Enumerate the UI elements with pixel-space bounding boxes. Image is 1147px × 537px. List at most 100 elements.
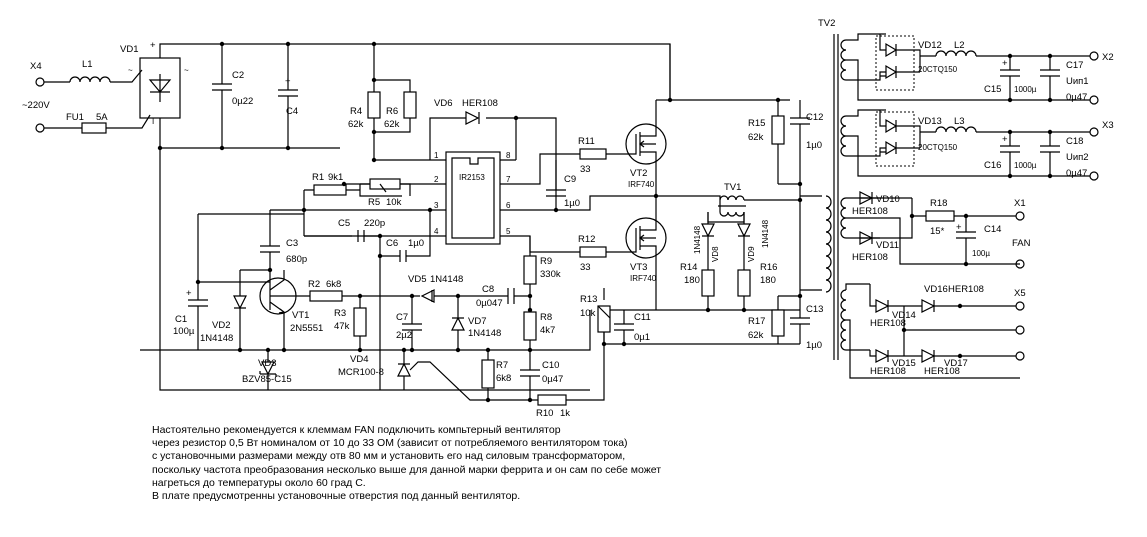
label-r15-val: 62k (748, 132, 764, 143)
label-r15: R15 (748, 118, 765, 129)
transformer-tv2: TV2 (818, 18, 1020, 379)
label-vd5-val: 1N4148 (430, 274, 463, 285)
label-vd17: VD17 (944, 358, 968, 369)
capacitor-c14 (956, 216, 976, 264)
label-vd3: VD3 (258, 358, 276, 369)
output-x5: VD14 HER108 VD15 HER108 VD16 HER108 VD17… (869, 284, 1026, 377)
label-vd10-val: HER108 (852, 206, 888, 217)
terminal-x4 (35, 77, 45, 87)
label-l1: L1 (82, 59, 93, 70)
capacitor-c3 (260, 209, 304, 282)
label-vd14: VD14 (892, 310, 916, 321)
svg-text:8: 8 (506, 151, 511, 160)
label-c12-val: 1µ0 (806, 140, 822, 151)
label-c2-val: 0µ22 (232, 96, 253, 107)
diode-vd6 (465, 111, 480, 125)
label-c8: C8 (482, 284, 494, 295)
terminal-x5 (1015, 301, 1025, 311)
label-r13: R13 (580, 294, 597, 305)
diode-vd13 (875, 111, 915, 167)
label-vd6-val: HER108 (462, 98, 498, 109)
label-vd15-val: HER108 (870, 366, 906, 377)
label-tv2: TV2 (818, 18, 835, 29)
label-r7: R7 (496, 360, 508, 371)
resistor-r10 (537, 394, 567, 406)
label-vt3-val: IRF740 (630, 274, 657, 283)
svg-text:5: 5 (506, 227, 511, 236)
label-uip2: Uип2 (1066, 152, 1089, 163)
label-x3: X3 (1102, 120, 1114, 131)
label-vd3-val: BZV85-C15 (242, 374, 292, 385)
label-c11: C11 (634, 312, 651, 323)
label-c2: C2 (232, 70, 244, 81)
label-c3-val: 680p (286, 254, 307, 265)
capacitor-c18 (1040, 132, 1060, 176)
resistor-r15 (771, 115, 785, 145)
capacitor-c1 (188, 282, 208, 350)
label-r12-val: 33 (580, 262, 591, 273)
label-vd9: VD9 (747, 246, 756, 262)
note-line-5: нагреться до температуры около 60 град С… (152, 476, 366, 489)
zener-vd3 (259, 350, 277, 390)
resistor-r3 (353, 307, 367, 337)
label-vd17-val: HER108 (924, 366, 960, 377)
capacitor-c15 (904, 56, 1090, 101)
label-mains: ~220V (22, 100, 50, 111)
resistor-r8 (523, 311, 537, 341)
label-uip1: Uип1 (1066, 76, 1089, 87)
fan-output: VD10 HER108 VD11 HER108 R18 15* + C14 10… (852, 191, 1031, 269)
label-r11-val: 33 (580, 164, 591, 175)
svg-text:+: + (285, 76, 291, 87)
inductor-l3 (935, 126, 1090, 133)
ic-label: IR2153 (459, 173, 485, 182)
label-c16-val: 1000µ (1014, 161, 1037, 170)
diode-vd9 (737, 212, 751, 260)
resistor-r17 (771, 309, 785, 337)
label-fan: FAN (1012, 238, 1031, 249)
label-c10: C10 (542, 360, 559, 371)
label-r18: R18 (930, 198, 947, 209)
capacitor-c4 (278, 44, 298, 148)
inductor-l1 (44, 69, 143, 83)
mosfet-stage: R11 33 VT2 IRF740 R12 33 VT3 IRF740 (566, 44, 800, 311)
label-r12: R12 (578, 234, 595, 245)
diode-vd2 (198, 269, 270, 350)
label-r2: R2 (308, 279, 320, 290)
svg-text:+: + (1002, 134, 1008, 145)
timing-network: R1 9k1 R5 10k C5 220p C3 680p (260, 172, 411, 282)
label-c17-val: 0µ47 (1066, 92, 1087, 103)
label-vd12: VD12 (918, 40, 942, 51)
capacitor-c8 (480, 288, 530, 304)
label-vd5: VD5 (408, 274, 426, 285)
svg-text:4: 4 (434, 227, 439, 236)
label-vd2: VD2 (212, 320, 230, 331)
mosfet-vt2 (625, 123, 667, 165)
capacitor-c16 (904, 132, 1090, 177)
label-vd7: VD7 (468, 316, 486, 327)
diode-vd7 (451, 296, 465, 350)
label-vd16: VD16 (924, 284, 948, 295)
label-c7-val: 2µ2 (396, 330, 412, 341)
label-c12: C12 (806, 112, 823, 123)
output-1: VD12 20CTQ150 L2 + C15 1000µ C17 Uип1 0µ… (875, 33, 1114, 105)
mosfet-vt3 (625, 217, 667, 259)
tv1-sense: R13 10k C11 0µ1 TV1 1N4148 VD8 1N4148 VD… (580, 182, 800, 347)
label-vd10: VD10 (876, 194, 900, 205)
label-c14: C14 (984, 224, 1001, 235)
label-r14: R14 (680, 262, 697, 273)
label-vt1-val: 2N5551 (290, 323, 323, 334)
label-r9-val: 330k (540, 269, 561, 280)
terminal-x2 (1089, 51, 1099, 61)
label-c10-val: 0µ47 (542, 374, 563, 385)
label-plus: + (150, 40, 156, 51)
label-fu1: FU1 (66, 112, 84, 123)
label-vt3: VT3 (630, 262, 647, 273)
installation-note: Настоятельно рекомендуется к клеммам FAN… (152, 424, 912, 503)
label-c14-val: 100µ (972, 249, 990, 258)
svg-text:+: + (956, 222, 962, 233)
resistor-r12 (579, 246, 607, 258)
label-r6-val: 62k (384, 119, 400, 130)
label-c7: C7 (396, 312, 408, 323)
label-vd9-val: 1N4148 (761, 219, 770, 248)
